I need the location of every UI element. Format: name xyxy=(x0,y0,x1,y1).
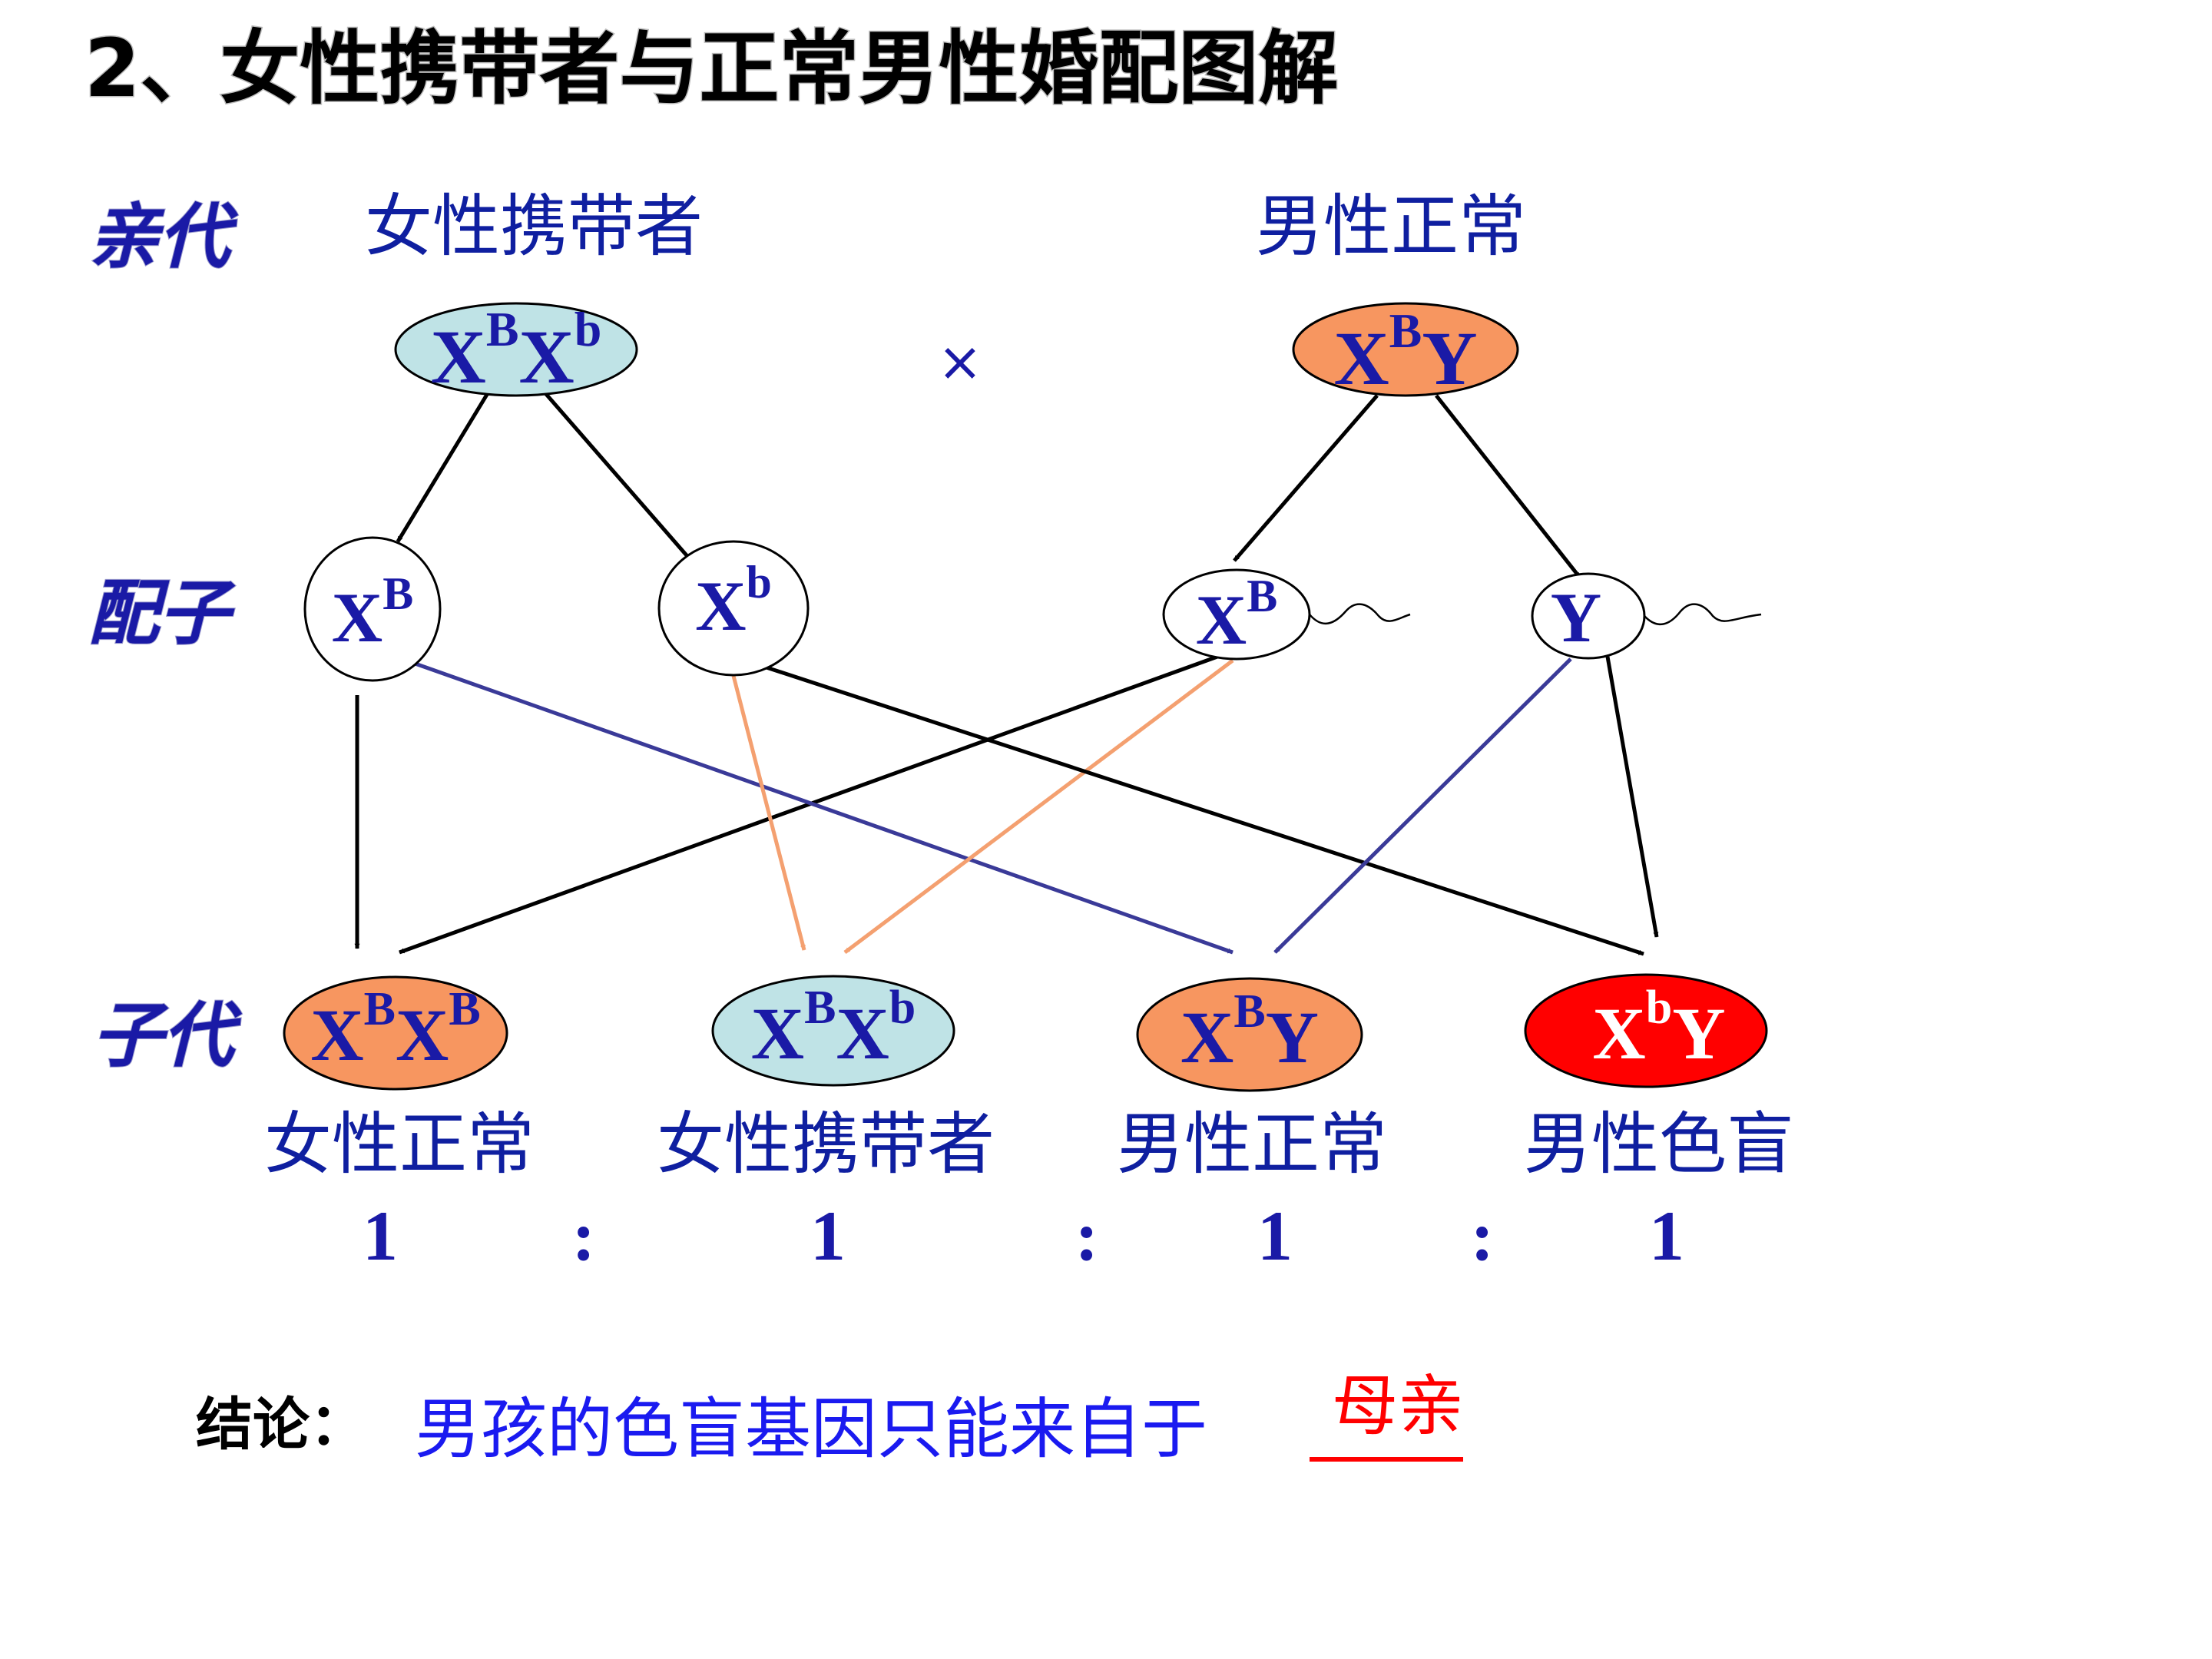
svg-text:XBXb: XBXb xyxy=(751,982,916,1075)
offspring-node-4: XbY xyxy=(1524,973,1768,1088)
arrow-father-to-gamete-Y xyxy=(1435,394,1581,579)
svg-text:Y: Y xyxy=(1551,578,1601,657)
genotype-sup: B xyxy=(1389,303,1422,358)
sperm-tail-icon xyxy=(1309,603,1411,625)
father-node: XBY xyxy=(1292,302,1519,401)
svg-text:Xb: Xb xyxy=(695,557,772,645)
arrow-father-to-gamete-XB xyxy=(1233,394,1379,562)
ratio-separator-3: : xyxy=(1471,1197,1495,1275)
arrow-Xb-to-offspring-4 xyxy=(733,654,1644,956)
svg-text:XBXb: XBXb xyxy=(431,302,602,399)
sperm-tail-icon xyxy=(1644,603,1762,626)
gamete-sperm-Y: Y xyxy=(1531,572,1762,660)
offspring-node-3: XBY xyxy=(1136,977,1363,1092)
conclusion-answer: 母亲 xyxy=(1332,1368,1464,1445)
ratio-value-3: 1 xyxy=(1257,1197,1293,1275)
offspring-node-1: XBXB xyxy=(283,975,508,1091)
offspring-label-2: 女性携带者 xyxy=(657,1104,995,1184)
row-label-parents: 亲代 xyxy=(88,196,239,278)
genotype-sup: B xyxy=(486,302,519,356)
offspring-label-3: 男性正常 xyxy=(1117,1104,1387,1184)
ratio-separator-2: : xyxy=(1075,1197,1099,1275)
ratio-value-1: 1 xyxy=(363,1197,398,1275)
cross-symbol: × xyxy=(938,330,983,393)
conclusion-text: 男孩的色盲基因只能来自于 xyxy=(415,1391,1207,1468)
father-label: 男性正常 xyxy=(1256,187,1526,266)
gamete-egg-Xb: Xb xyxy=(657,540,810,677)
svg-text:XBXB: XBXB xyxy=(310,983,480,1076)
arrow-father-XB-to-offspring-2 xyxy=(843,659,1234,954)
arrow-mother-to-gamete-XB xyxy=(396,392,490,543)
mother-label: 女性携带者 xyxy=(365,187,703,266)
page-title: 2、女性携带者与正常男性婚配图解 xyxy=(84,22,1338,115)
offspring-label-1: 女性正常 xyxy=(264,1104,535,1184)
arrow-XB-to-offspring-3 xyxy=(395,654,1233,955)
svg-text:XB: XB xyxy=(332,568,413,657)
mother-node: XBXb xyxy=(394,302,638,399)
genotype-base: X xyxy=(519,314,575,399)
genotype-base: X xyxy=(431,314,486,399)
gamete-sperm-XB: XB xyxy=(1162,568,1411,661)
arrow-Y-to-offspring-4 xyxy=(1605,656,1659,938)
ratio-value-4: 1 xyxy=(1649,1197,1684,1275)
offspring-node-2: XBXb xyxy=(711,975,955,1087)
genotype-base: Y xyxy=(1422,316,1477,401)
arrow-Xb-to-offspring-2 xyxy=(731,675,806,951)
ratio-separator-1: : xyxy=(572,1197,596,1275)
arrow-Y-to-offspring-3 xyxy=(1273,657,1572,954)
svg-text:XBY: XBY xyxy=(1181,985,1319,1078)
row-label-gametes: 配子 xyxy=(88,572,236,654)
conclusion-label: 结论： xyxy=(196,1392,366,1458)
arrow-mother-to-gamete-Xb xyxy=(544,392,693,562)
gamete-egg-XB: XB xyxy=(303,536,442,682)
row-label-offspring: 子代 xyxy=(92,995,243,1077)
genotype-sup: b xyxy=(575,302,602,356)
svg-text:XbY: XbY xyxy=(1592,982,1725,1075)
svg-text:XBY: XBY xyxy=(1333,303,1477,401)
genotype-base: X xyxy=(1333,316,1389,401)
ratio-value-2: 1 xyxy=(810,1197,846,1275)
svg-text:XB: XB xyxy=(1196,571,1277,659)
offspring-label-4: 男性色盲 xyxy=(1524,1104,1794,1184)
